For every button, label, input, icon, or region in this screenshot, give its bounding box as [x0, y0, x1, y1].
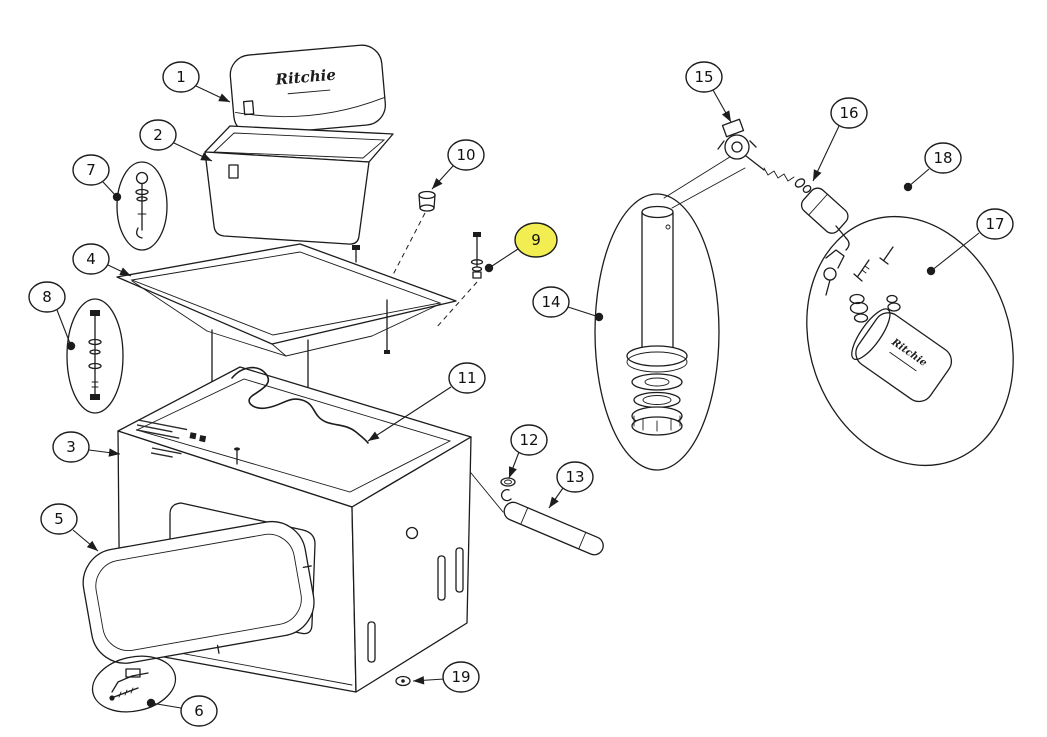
part-float-valve — [717, 118, 812, 194]
callout-number: 8 — [42, 288, 52, 306]
leader-arrow — [413, 676, 425, 685]
leader-arrow — [813, 169, 822, 181]
part-valve-fitting-detail — [116, 161, 168, 251]
callout-13[interactable]: 13 — [548, 461, 594, 509]
leader-dot — [484, 263, 494, 273]
callout-number: 18 — [933, 149, 952, 167]
callout-bubble[interactable] — [976, 208, 1014, 240]
callout-11[interactable]: 11 — [367, 362, 486, 442]
callout-bubble[interactable] — [556, 461, 594, 493]
callout-16[interactable]: 16 — [812, 97, 868, 182]
callout-bubble[interactable] — [28, 281, 66, 313]
cover-logo: Ritchie — [274, 66, 337, 89]
callout-number: 16 — [839, 104, 858, 122]
callout-bubble[interactable] — [924, 142, 962, 174]
callout-number: 9 — [531, 231, 541, 249]
part-access-panel — [82, 520, 315, 664]
callout-bubble[interactable] — [72, 243, 110, 275]
leader-arrow — [432, 178, 443, 189]
callout-number: 14 — [541, 293, 560, 311]
callout-number: 12 — [519, 431, 538, 449]
callout-17[interactable]: 17 — [926, 208, 1014, 276]
part-trough-pan — [116, 243, 457, 402]
callout-9[interactable]: 9 — [484, 222, 558, 273]
callout-number: 15 — [694, 68, 713, 86]
callout-bubble[interactable] — [40, 503, 78, 535]
callout-bubble[interactable] — [180, 695, 218, 727]
callout-5[interactable]: 5 — [40, 503, 99, 552]
callout-bubble[interactable] — [139, 119, 177, 151]
callout-bubble[interactable] — [830, 97, 868, 129]
callout-7[interactable]: 7 — [72, 154, 122, 202]
leader-arrow — [119, 267, 131, 276]
callout-bubble[interactable] — [685, 61, 723, 93]
callout-19[interactable]: 19 — [412, 661, 480, 693]
callout-bubble[interactable] — [510, 424, 548, 456]
callout-bubble[interactable] — [447, 139, 485, 171]
leader-dot — [112, 192, 122, 202]
model-label — [150, 447, 182, 458]
callout-number: 4 — [86, 250, 96, 268]
callout-4[interactable]: 4 — [72, 243, 132, 277]
part-standpipe-assembly — [594, 193, 720, 471]
callout-3[interactable]: 3 — [52, 431, 121, 463]
leader-arrow — [200, 152, 212, 161]
callout-number: 2 — [153, 126, 163, 144]
part-anchor-bolt-detail — [66, 298, 124, 414]
callout-15[interactable]: 15 — [685, 61, 732, 123]
leader-arrow — [721, 110, 731, 122]
callout-bubble[interactable] — [52, 431, 90, 463]
leader-arrow — [86, 540, 98, 551]
callout-number: 7 — [86, 161, 96, 179]
part-liner — [204, 125, 394, 263]
callout-10[interactable]: 10 — [431, 139, 485, 190]
callout-6[interactable]: 6 — [146, 695, 218, 727]
callout-number: 3 — [66, 438, 76, 456]
leader-dot — [594, 312, 604, 322]
callout-bubble[interactable] — [72, 154, 110, 186]
callout-18[interactable]: 18 — [903, 142, 962, 192]
callout-12[interactable]: 12 — [508, 424, 548, 479]
part-clamp — [500, 477, 516, 502]
part-mounting-bolt — [470, 232, 484, 279]
leader-arrow — [368, 431, 380, 441]
leader-arrow — [108, 448, 120, 457]
leader-dot — [66, 341, 76, 351]
leader-dot — [926, 266, 936, 276]
part-cover: Ritchie — [229, 44, 387, 136]
part-valve-service-kit: Ritchie — [806, 215, 1014, 467]
callout-number: 6 — [194, 702, 204, 720]
callout-14[interactable]: 14 — [532, 286, 604, 322]
callout-number: 5 — [54, 510, 64, 528]
leader-dot — [903, 182, 913, 192]
leader-dot — [146, 698, 156, 708]
part-drain-plug — [395, 675, 411, 687]
callout-number: 17 — [985, 215, 1004, 233]
callout-number: 10 — [456, 146, 475, 164]
safety-label — [135, 419, 207, 443]
callout-bubble[interactable] — [162, 61, 200, 93]
part-panel-fastener-detail — [91, 655, 177, 713]
callout-bubble[interactable] — [532, 286, 570, 318]
callout-2[interactable]: 2 — [139, 119, 213, 162]
callout-number: 1 — [176, 68, 186, 86]
callout-bubble[interactable] — [442, 661, 480, 693]
leader-arrow — [509, 466, 517, 478]
callout-bubble[interactable] — [514, 222, 558, 258]
callout-number: 19 — [451, 668, 470, 686]
part-valve-cover-cup: Ritchie — [851, 308, 953, 403]
part-heat-cable — [231, 366, 369, 444]
callout-8[interactable]: 8 — [28, 281, 76, 351]
part-supply-pipe — [503, 501, 604, 556]
leader-arrow — [218, 93, 230, 102]
part-valve-body — [800, 187, 850, 251]
part-bushing — [418, 190, 436, 212]
callout-number: 13 — [565, 468, 584, 486]
callout-number: 11 — [457, 369, 476, 387]
callout-bubble[interactable] — [448, 362, 486, 394]
leader-arrow — [549, 496, 559, 508]
callout-1[interactable]: 1 — [162, 61, 231, 103]
